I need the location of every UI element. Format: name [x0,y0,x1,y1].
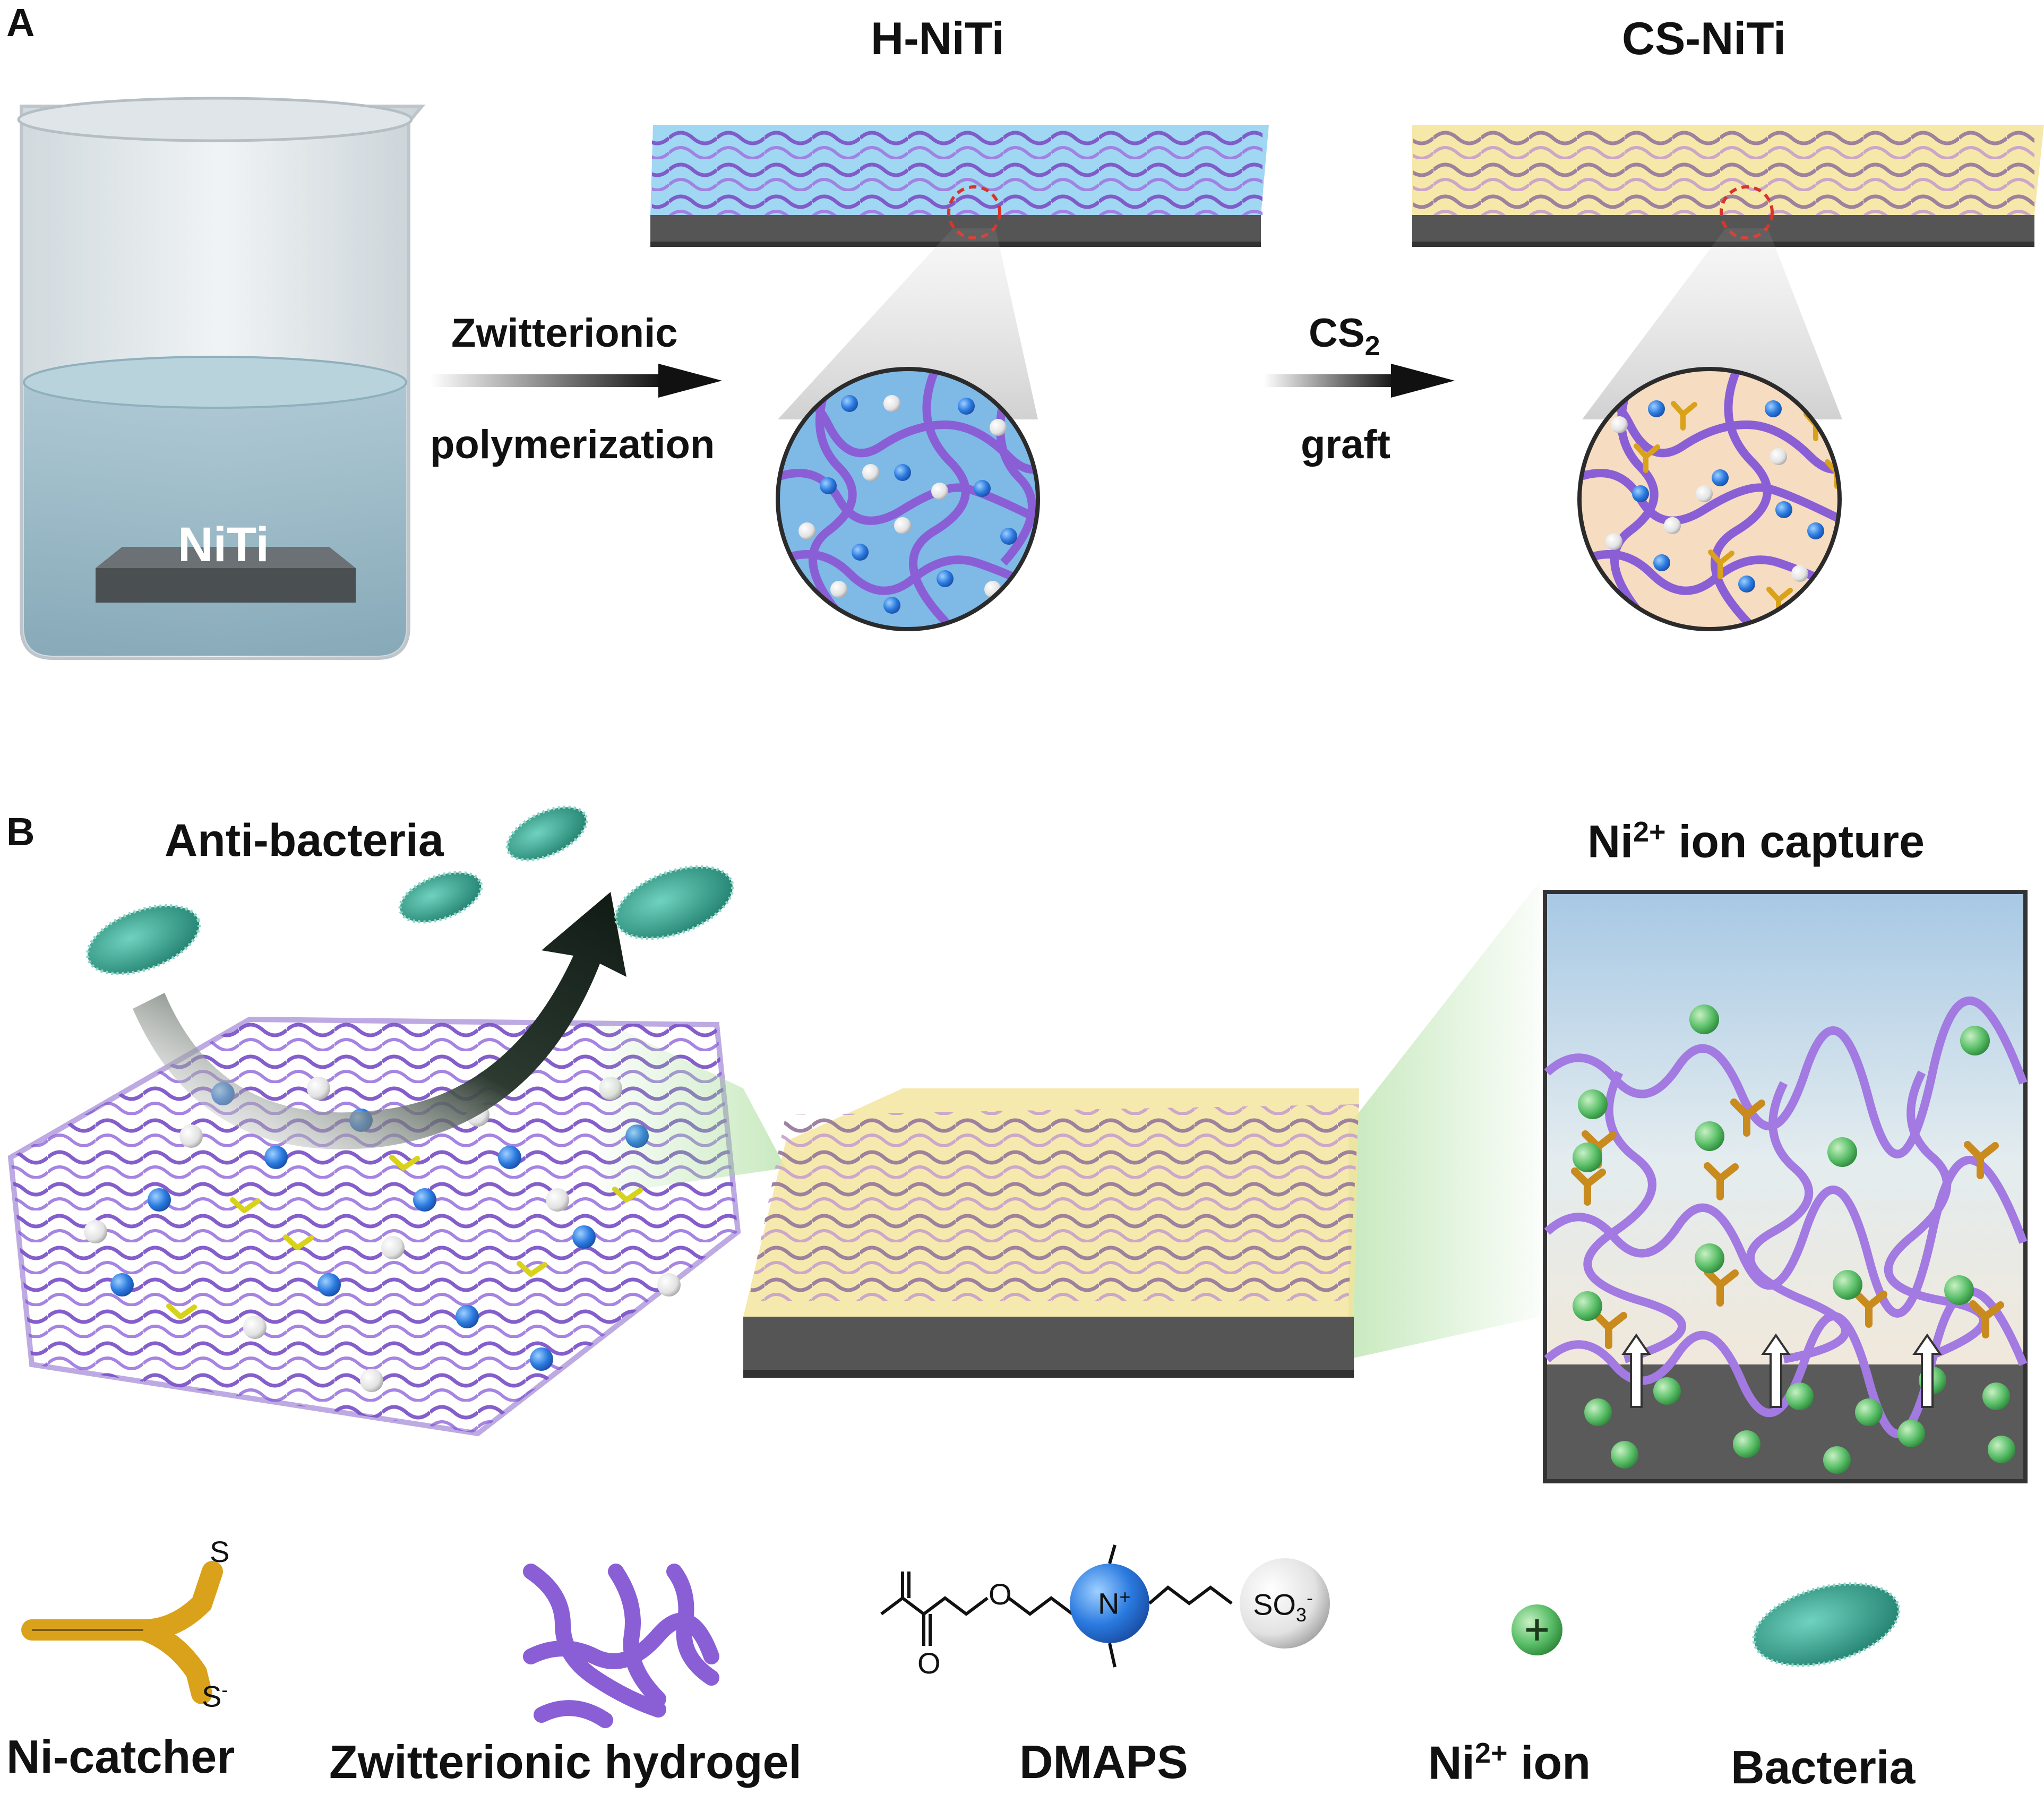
chem-so3: SO3- [1253,1589,1313,1625]
chem-n-plus: N+ [1098,1587,1130,1619]
zoom-circle-icon [1577,367,1842,631]
legend-hydrogel: Zwitterionic hydrogel [329,1736,802,1788]
chem-s-double: S [210,1535,230,1568]
step2-cs-sub: 2 [1364,331,1380,362]
light-beam [600,1019,786,1195]
chem-n-charge: + [1119,1586,1131,1608]
cs-niti-title: CS-NiTi [1622,13,1786,64]
h-niti-slab [650,125,1269,247]
ion-capture-box [1543,890,2028,1483]
beaker-label: NiTi [178,518,270,572]
hydrogel-legend-icon [523,1564,719,1728]
legend-ni-catcher: Ni-catcher [6,1730,235,1783]
ion-capture-title: Ni2+ ion capture [1587,818,1925,865]
ion-capture-sup: 2+ [1633,816,1666,848]
ni-ion-icon [1511,1604,1562,1655]
chem-n-letter: N [1098,1586,1120,1620]
zoom-cone [1582,228,1842,419]
chem-o-carbonyl: O [917,1646,941,1680]
cs-niti-slab [1412,125,2044,247]
chem-o-ester: O [989,1577,1012,1611]
chem-so3-charge: - [1306,1587,1313,1609]
anti-bacteria-label: Anti-bacteria [165,815,444,866]
legend-bacteria: Bacteria [1731,1741,1916,1793]
step1-label-line2: polymerization [430,422,715,467]
ion-capture-prefix: Ni [1587,816,1633,868]
zoom-cone [778,228,1038,419]
chem-so3-sub: 3 [1295,1603,1307,1626]
legend-ni-ion-prefix: Ni [1428,1736,1475,1789]
light-beam [1349,881,1540,1359]
chem-so3-letters: SO [1253,1587,1296,1621]
ion-capture-suffix: ion capture [1665,816,1925,868]
h-niti-title: H-NiTi [871,13,1004,64]
legend-dmaps: DMAPS [1019,1736,1188,1788]
bacteria-icon [85,805,734,975]
bacteria-icon [1752,1582,1901,1667]
panel-b-letter: B [6,810,35,854]
dmaps-structure-icon [880,1544,1330,1668]
legend-ni-ion: Ni2+ ion [1428,1739,1591,1786]
beaker-icon [17,97,426,660]
zoom-circle-icon [776,367,1040,631]
step2-label-line1: CS2 [1309,313,1380,360]
step1-label-line1: Zwitterionic [451,311,678,356]
chem-s-single: S- [202,1680,228,1712]
arrow-icon [1264,364,1455,398]
panel-a-letter: A [6,1,35,45]
chem-s-charge: - [221,1679,228,1701]
step2-cs: CS [1309,311,1365,356]
step2-label-line2: graft [1301,422,1390,467]
chem-s-single-letter: S [202,1679,222,1713]
cs-niti-slab-center [743,1088,1359,1378]
ni-catcher-icon [21,1561,223,1704]
legend-ni-ion-sup: 2+ [1475,1737,1508,1769]
legend-ni-ion-suffix: ion [1507,1736,1591,1789]
arrow-icon [133,892,626,1149]
arrow-icon [430,364,722,398]
